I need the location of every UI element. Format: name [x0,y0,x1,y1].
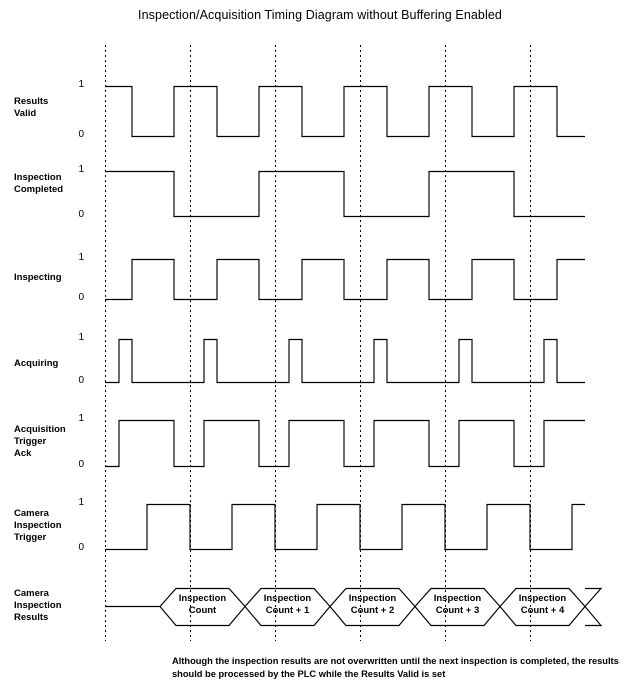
level-label-high-1: 1 [78,164,84,175]
diagram-title: Inspection/Acquisition Timing Diagram wi… [138,8,502,22]
bus-value-hexagon-4 [414,587,501,627]
bus-value-hexagon-2 [244,587,331,627]
level-label-high-4: 1 [78,413,84,424]
waveform-inspection-completed [105,170,585,218]
waveform-camera-inspection-trigger [105,503,585,551]
level-label-high-2: 1 [78,252,84,263]
bus-shapes-group [105,587,603,627]
signal-label-camera-inspection-trigger: Camera Inspection Trigger [14,508,62,543]
bus-tail-lines [584,587,603,627]
level-label-high-3: 1 [78,332,84,343]
signal-label-acquisition-trigger-ack: Acquisition Trigger Ack [14,424,66,459]
waveform-inspecting [105,258,585,301]
waveform-results-valid [105,85,585,138]
signal-label-camera-inspection-results: Camera Inspection Results [14,588,62,623]
signal-label-inspection-completed: Inspection Completed [14,172,64,195]
level-label-low-2: 0 [78,292,84,303]
gridlines-group [105,45,531,641]
level-label-low-3: 0 [78,375,84,386]
level-label-low-4: 0 [78,459,84,470]
level-label-high-5: 1 [78,497,84,508]
waveforms-group [105,85,585,551]
bus-value-hexagon-5 [499,587,586,627]
signal-label-results-valid: Results Valid [14,96,49,119]
waveform-acquisition-trigger-ack [105,419,585,468]
waveform-acquiring [105,338,585,384]
level-label-high-0: 1 [78,79,84,90]
signal-label-acquiring: Acquiring [14,358,59,369]
bus-value-hexagon-3 [329,587,416,627]
bus-value-hexagon-1 [159,587,246,627]
signal-label-inspecting: Inspecting [14,272,62,283]
level-label-low-0: 0 [78,129,84,140]
footnote-text: Although the inspection results are not … [172,656,619,679]
level-label-low-1: 0 [78,209,84,220]
level-label-low-5: 0 [78,542,84,553]
